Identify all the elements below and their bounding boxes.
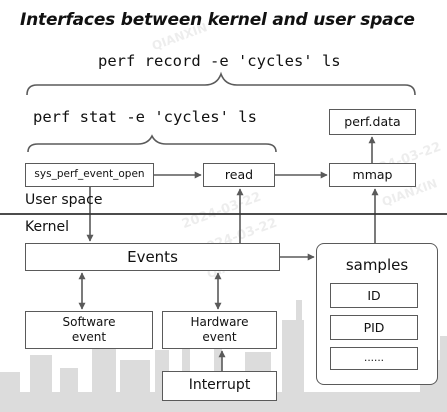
mmap-box: mmap (329, 163, 416, 187)
stat-scope-brace (27, 134, 277, 153)
diagram-title: Interfaces between kernel and user space (20, 10, 415, 30)
sample-field-pid: PID (330, 315, 418, 340)
perf-record-command: perf record -e 'cycles' ls (98, 52, 341, 70)
record-scope-brace (26, 71, 416, 96)
interrupt-box: Interrupt (162, 371, 277, 401)
perf-stat-command: perf stat -e 'cycles' ls (33, 108, 257, 126)
sample-field-more: ...... (330, 347, 418, 370)
user-space-label: User space (25, 192, 103, 208)
kernel-label: Kernel (25, 219, 69, 235)
perf-data-box: perf.data (329, 109, 416, 135)
hardware-event-box: Hardware event (162, 311, 277, 349)
sys-perf-event-open-box: sys_perf_event_open (25, 163, 154, 187)
read-box: read (203, 163, 275, 187)
software-event-box: Software event (25, 311, 153, 349)
sample-field-id: ID (330, 283, 418, 308)
samples-title: samples (345, 256, 409, 274)
events-box: Events (25, 243, 280, 271)
